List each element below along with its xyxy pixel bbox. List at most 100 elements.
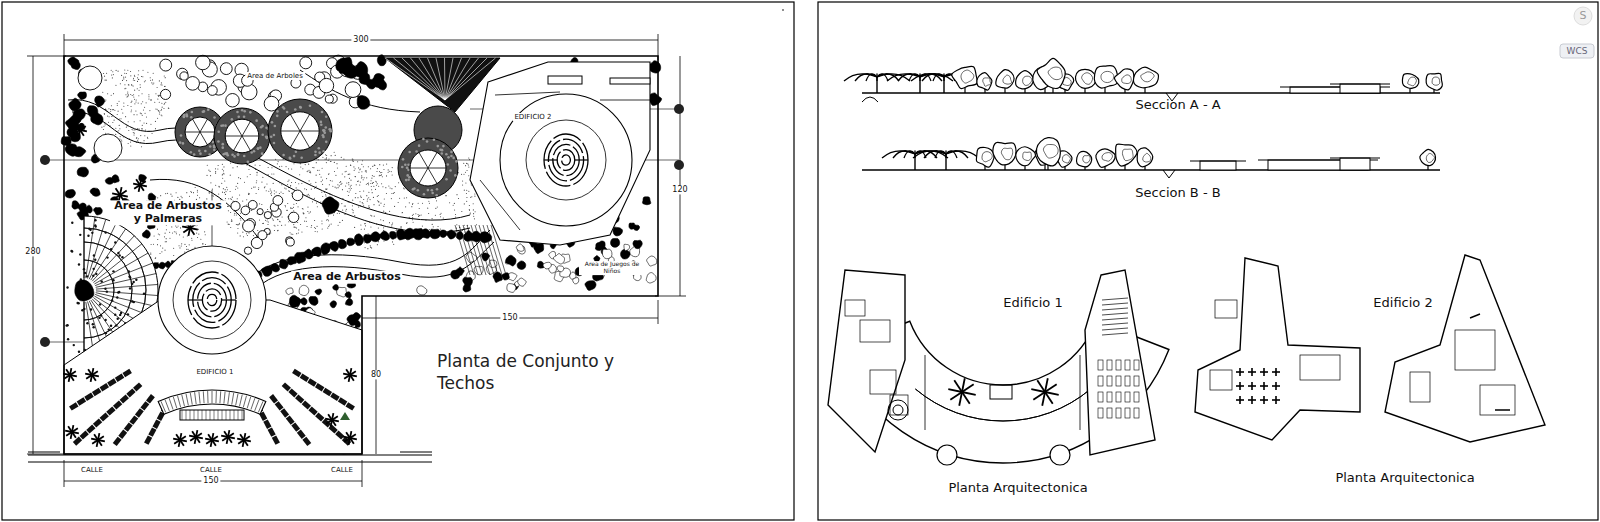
canopy-texture	[295, 150, 298, 153]
stipple-dot	[258, 187, 259, 188]
shrub-dot	[65, 324, 67, 326]
shrub-dot	[108, 328, 110, 330]
stipple-dot	[261, 204, 262, 205]
shrub-dot	[110, 248, 112, 250]
stipple-dot	[140, 84, 141, 85]
canopy-texture	[271, 121, 274, 124]
stipple-dot	[222, 164, 223, 165]
stipple-dot	[322, 168, 323, 169]
stipple-dot	[110, 111, 111, 112]
canopy-texture	[265, 137, 268, 140]
stipple-dot	[473, 203, 474, 204]
stipple-dot	[332, 181, 333, 182]
tree-symbol	[347, 315, 358, 326]
canopy-texture	[237, 153, 240, 156]
stipple-dot	[133, 85, 134, 86]
stipple-dot	[368, 166, 369, 167]
stipple-dot	[328, 158, 329, 159]
stipple-dot	[474, 193, 475, 194]
drawing-line	[96, 293, 156, 307]
shrub-dot	[98, 317, 100, 319]
stipple-dot	[130, 94, 131, 95]
stipple-dot	[300, 166, 301, 167]
canopy-texture	[325, 116, 328, 119]
stipple-dot	[365, 225, 366, 226]
stipple-dot	[137, 140, 138, 141]
canopy-texture	[226, 152, 229, 155]
stipple-dot	[338, 225, 339, 226]
tree-symbol	[264, 212, 271, 219]
stipple-dot	[317, 226, 318, 227]
shrub-dot	[94, 225, 96, 227]
stipple-dot	[147, 138, 148, 139]
stipple-dot	[319, 170, 320, 171]
stipple-dot	[297, 206, 298, 207]
stipple-dot	[334, 162, 335, 163]
stipple-dot	[236, 214, 237, 215]
tree-symbol	[647, 256, 657, 266]
stipple-dot	[288, 221, 289, 222]
stipple-dot	[197, 190, 198, 191]
tree-symbol	[208, 86, 218, 96]
stipple-dot	[164, 236, 165, 237]
tree-symbol	[330, 301, 337, 308]
stipple-dot	[422, 226, 423, 227]
stipple-dot	[295, 227, 296, 228]
tree-symbol	[543, 262, 551, 269]
stipple-dot	[313, 167, 314, 168]
stipple-dot	[121, 139, 122, 140]
palm-symbol	[79, 129, 82, 132]
stipple-dot	[197, 237, 198, 238]
stipple-dot	[427, 208, 428, 209]
stipple-dot	[125, 77, 126, 78]
stipple-dot	[126, 80, 127, 81]
stipple-dot	[164, 103, 165, 104]
stipple-dot	[155, 93, 156, 94]
shrub-dot	[118, 291, 120, 293]
stipple-dot	[150, 254, 151, 255]
stipple-dot	[159, 112, 160, 113]
stipple-dot	[215, 185, 216, 186]
stipple-dot	[230, 163, 231, 164]
shrub-dot	[92, 268, 94, 270]
stipple-dot	[232, 220, 233, 221]
stipple-dot	[335, 175, 336, 176]
stipple-dot	[181, 243, 182, 244]
canopy-texture	[322, 134, 325, 137]
canopy-texture	[182, 142, 185, 145]
stipple-dot	[361, 164, 362, 165]
stipple-dot	[196, 233, 197, 234]
stipple-dot	[132, 129, 133, 130]
stipple-dot	[109, 116, 110, 117]
stipple-dot	[227, 189, 228, 190]
stipple-dot	[118, 111, 119, 112]
stipple-dot	[314, 227, 315, 228]
stipple-dot	[326, 159, 327, 160]
stipple-dot	[471, 196, 472, 197]
stipple-dot	[209, 192, 210, 193]
stipple-dot	[223, 166, 224, 167]
stipple-dot	[418, 203, 419, 204]
stipple-dot	[321, 221, 322, 222]
stipple-dot	[383, 169, 384, 170]
stipple-dot	[378, 227, 379, 228]
stipple-dot	[132, 95, 133, 96]
canopy-texture	[207, 108, 210, 111]
stipple-dot	[177, 197, 178, 198]
tree-symbol	[309, 296, 318, 305]
stipple-dot	[146, 123, 147, 124]
walkway-edge	[245, 230, 490, 285]
shrub-dot	[92, 323, 94, 325]
stipple-dot	[364, 242, 365, 243]
stipple-dot	[137, 77, 138, 78]
stipple-dot	[127, 96, 128, 97]
stipple-dot	[276, 191, 277, 192]
tree-symbol	[160, 89, 170, 99]
shrub-dot	[114, 313, 116, 315]
drawing-line	[94, 253, 148, 284]
stipple-dot	[158, 95, 159, 96]
stipple-dot	[339, 213, 340, 214]
stipple-dot	[288, 190, 289, 191]
stipple-dot	[354, 227, 355, 228]
stipple-dot	[123, 77, 124, 78]
